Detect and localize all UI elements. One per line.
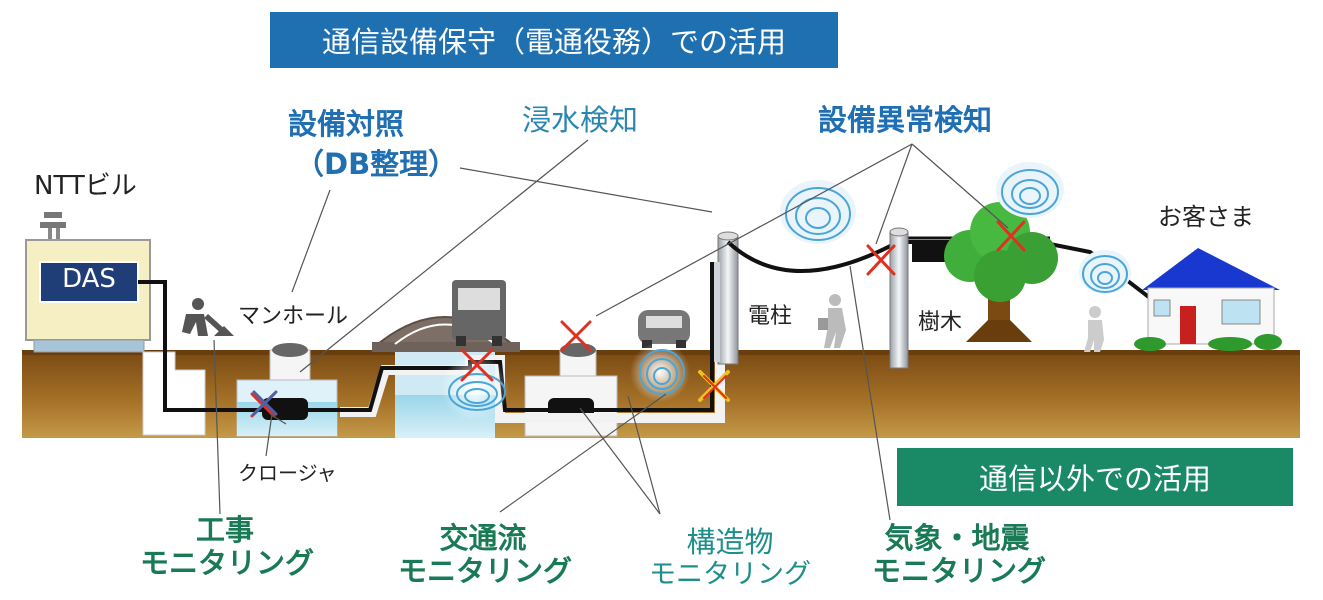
label-ijou: 設備異常検知 — [818, 103, 993, 137]
banner-bottom-text: 通信以外での活用 — [978, 462, 1211, 496]
label-kouzou: 構造物 モニタリング — [645, 525, 815, 591]
conduit-building — [142, 351, 206, 436]
label-kouji: 工事 モニタリング — [140, 513, 315, 581]
fault-marks — [250, 220, 1026, 418]
pedestrian-icon-1 — [818, 294, 846, 348]
label-db-seiri: （DB整理） — [295, 147, 458, 181]
sensing-ripples — [441, 162, 1131, 422]
car-icon — [638, 310, 690, 348]
banner-top: 通信設備保守（電通役務）での活用 — [270, 12, 838, 68]
label-setsubi-taisho: 設備対照 — [288, 107, 405, 141]
label-koutsu-line1: 交通流 — [439, 521, 527, 555]
label-kouji-line2: モニタリング — [140, 546, 315, 581]
das-box — [39, 261, 139, 303]
label-closure: クロージャ — [238, 461, 337, 485]
label-das: DAS — [62, 264, 116, 294]
label-kouzou-line1: 構造物 — [686, 525, 774, 559]
tree-icon — [944, 202, 1058, 342]
banner-bottom: 通信以外での活用 — [897, 448, 1293, 506]
truck-icon — [452, 280, 506, 346]
pedestrian-icon-2 — [1084, 306, 1104, 352]
label-kouji-line1: 工事 — [195, 513, 254, 547]
house-icon — [1134, 248, 1282, 351]
worker-icon — [182, 298, 234, 336]
callout-lines — [213, 139, 1009, 521]
label-kishou: 気象・地震 モニタリング — [872, 521, 1047, 589]
label-okyaku: お客さま — [1158, 203, 1254, 231]
label-kouzou-line2: モニタリング — [649, 559, 811, 591]
label-denchu: 電柱 — [748, 304, 793, 329]
label-jumoku: 樹木 — [918, 310, 963, 335]
manhole-2 — [524, 343, 618, 437]
label-kishou-line1: 気象・地震 — [884, 521, 1030, 555]
label-manhole: マンホール — [238, 304, 349, 329]
label-shinsui: 浸水検知 — [522, 103, 639, 137]
utility-pole-2 — [889, 227, 909, 369]
utility-pole-1 — [714, 231, 739, 365]
banner-top-text: 通信設備保守（電通役務）での活用 — [321, 25, 786, 59]
label-koutsu: 交通流 モニタリング — [398, 521, 573, 589]
label-kishou-line2: モニタリング — [872, 554, 1047, 589]
label-koutsu-line2: モニタリング — [398, 554, 573, 589]
label-ntt: NTTビル — [34, 171, 137, 201]
